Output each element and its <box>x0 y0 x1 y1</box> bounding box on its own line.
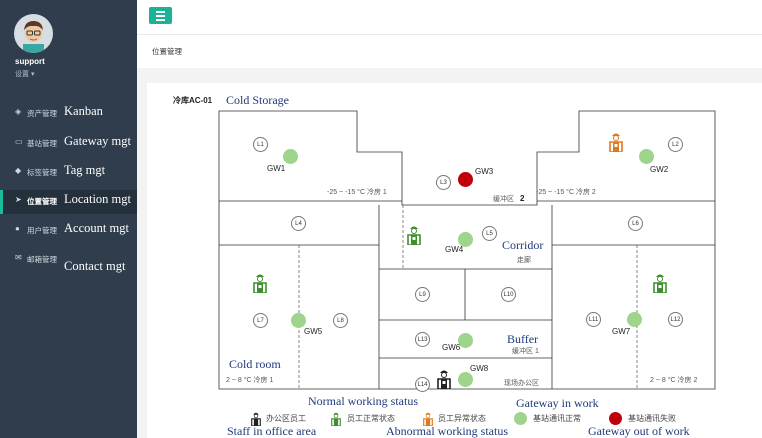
location-node-l7[interactable]: L7 <box>253 313 268 328</box>
zone-label-corridor: 走廊 <box>517 257 531 264</box>
sidebar-item-en-label: Contact mgt <box>64 259 126 273</box>
gateway-fail-dot[interactable] <box>458 172 473 187</box>
gateway-label-gw2: GW2 <box>650 165 669 174</box>
legend-gateway-fail: 基站通讯失败 <box>628 414 676 423</box>
legend-en-normal: Normal working status <box>308 394 418 408</box>
gateway-ok-dot[interactable] <box>627 312 642 327</box>
sidebar-item-en-label: Account mgt <box>64 221 129 235</box>
gateway-label-gw3: GW3 <box>475 167 494 176</box>
location-node-l6[interactable]: L6 <box>628 216 643 231</box>
gateway-ok-dot[interactable] <box>458 333 473 348</box>
worker-normal-icon[interactable] <box>253 272 267 293</box>
gateway-label-gw6: GW6 <box>442 343 461 352</box>
worker-normal-icon[interactable] <box>653 272 667 293</box>
sidebar-item-en-label: Location mgt <box>64 192 131 206</box>
legend-gateway-ok-dot <box>514 412 527 425</box>
gateway-ok-dot[interactable] <box>639 149 654 164</box>
sidebar-item-label: 用户管理 <box>27 226 57 235</box>
gateway-label-gw4: GW4 <box>445 245 464 254</box>
gateway-label-gw7: GW7 <box>612 327 631 336</box>
legend-staff-normal: 员工正常状态 <box>347 414 395 423</box>
zone-label-buffer1: 缓冲区 1 <box>512 348 539 355</box>
sidebar-item-tag[interactable]: ◆ 标签管理 Tag mgt <box>0 161 137 185</box>
sidebar-item-location[interactable]: ➤ 位置管理 Location mgt <box>0 190 137 214</box>
gateway-ok-dot[interactable] <box>458 372 473 387</box>
zone-label-coldroom1: 2 ~ 8 °C 冷房 1 <box>226 377 274 384</box>
worker-normal-icon[interactable] <box>407 224 421 245</box>
sidebar-item-en-label: Gateway mgt <box>64 134 131 148</box>
zone-label-buffer2: 缓冲区 <box>493 196 514 203</box>
breadcrumb-current: 位置管理 <box>152 47 182 56</box>
gateway-ok-dot[interactable] <box>458 232 473 247</box>
zone-label-coldroom-en: Cold room <box>229 357 281 371</box>
sidebar-item-account[interactable]: ● 用户管理 Account mgt <box>0 219 137 243</box>
gateway-label-gw1: GW1 <box>267 164 286 173</box>
legend-en-abnormal: Abnormal working status <box>386 424 508 438</box>
gateway-ok-dot[interactable] <box>283 149 298 164</box>
gateway-label-gw8: GW8 <box>470 364 489 373</box>
zone-label-office: 现场办公区 <box>504 380 539 387</box>
worker-abnormal-icon[interactable] <box>609 131 623 152</box>
mail-icon: ✉ <box>15 253 22 262</box>
user-settings-dropdown[interactable]: 设置 ▾ <box>15 71 35 78</box>
sidebar: support 设置 ▾ ◈ 资产管理 Kanban ▭ 基站管理 Gatewa… <box>0 0 137 438</box>
sidebar-item-en-label: Tag mgt <box>64 163 106 177</box>
zone-label-buffer2-num: 2 <box>520 194 525 203</box>
location-node-l3[interactable]: L3 <box>436 175 451 190</box>
location-node-l10[interactable]: L10 <box>501 287 516 302</box>
sidebar-item-label: 资产管理 <box>27 109 57 118</box>
legend-staff-office: 办公区员工 <box>266 414 306 423</box>
location-node-l4[interactable]: L4 <box>291 216 306 231</box>
legend-office-worker-icon <box>251 412 261 426</box>
legend-gateway-fail-dot <box>609 412 622 425</box>
zone-label-cold1: -25 ~ -15 °C 冷房 1 <box>327 189 387 196</box>
map-title-en: Cold Storage <box>226 93 289 107</box>
user-icon: ● <box>15 224 20 233</box>
location-node-l8[interactable]: L8 <box>333 313 348 328</box>
assets-icon: ◈ <box>15 107 22 116</box>
legend-abnormal-worker-icon <box>423 412 433 426</box>
location-arrow-icon: ➤ <box>15 195 22 204</box>
avatar[interactable] <box>14 14 53 53</box>
location-node-l1[interactable]: L1 <box>253 137 268 152</box>
location-node-l12[interactable]: L12 <box>668 312 683 327</box>
location-node-l5[interactable]: L5 <box>482 226 497 241</box>
zone-label-buffer-en: Buffer <box>507 332 539 346</box>
sidebar-item-kanban[interactable]: ◈ 资产管理 Kanban <box>0 102 137 126</box>
menu-toggle-button[interactable] <box>149 7 172 24</box>
breadcrumb: 位置管理 <box>137 35 762 68</box>
location-node-l11[interactable]: L11 <box>586 312 601 327</box>
legend-en-gateway-work: Gateway in work <box>516 396 599 410</box>
worker-office-icon[interactable] <box>437 368 451 389</box>
location-node-l13[interactable]: L13 <box>415 332 430 347</box>
legend-en-gateway-out: Gateway out of work <box>588 424 690 438</box>
gateway-label-gw5: GW5 <box>304 327 323 336</box>
gateway-icon: ▭ <box>15 137 23 146</box>
map-title: 冷库AC-01 <box>173 96 213 105</box>
sidebar-item-label: 基站管理 <box>27 139 57 148</box>
legend-gateway-ok: 基站通讯正常 <box>533 414 581 423</box>
legend-staff-abnormal: 员工异常状态 <box>438 414 486 423</box>
sidebar-item-en-label: Kanban <box>64 104 103 118</box>
location-node-l14[interactable]: L14 <box>415 377 430 392</box>
top-bar <box>137 0 762 35</box>
sidebar-item-label: 位置管理 <box>27 197 57 206</box>
location-node-l2[interactable]: L2 <box>668 137 683 152</box>
sidebar-item-label: 邮箱管理 <box>27 255 57 264</box>
sidebar-item-contact[interactable]: ✉ 邮箱管理 Contact mgt <box>0 248 137 273</box>
floor-plan <box>218 110 716 390</box>
tag-icon: ◆ <box>15 166 22 175</box>
gateway-ok-dot[interactable] <box>291 313 306 328</box>
legend-en-staff-office: Staff in office area <box>227 424 317 438</box>
sidebar-item-gateway[interactable]: ▭ 基站管理 Gateway mgt <box>0 132 137 156</box>
user-name: support <box>15 57 45 66</box>
zone-label-corridor-en: Corridor <box>502 238 544 252</box>
legend-normal-worker-icon <box>331 412 341 426</box>
zone-label-cold2: -25 ~ -15 °C 冷房 2 <box>536 189 596 196</box>
zone-label-coldroom2: 2 ~ 8 °C 冷房 2 <box>650 377 698 384</box>
sidebar-item-label: 标签管理 <box>27 168 57 177</box>
floor-map-panel: 冷库AC-01 Cold Storage -25 ~ -15 °C 冷房 1 缓… <box>147 83 762 438</box>
location-node-l9[interactable]: L9 <box>415 287 430 302</box>
